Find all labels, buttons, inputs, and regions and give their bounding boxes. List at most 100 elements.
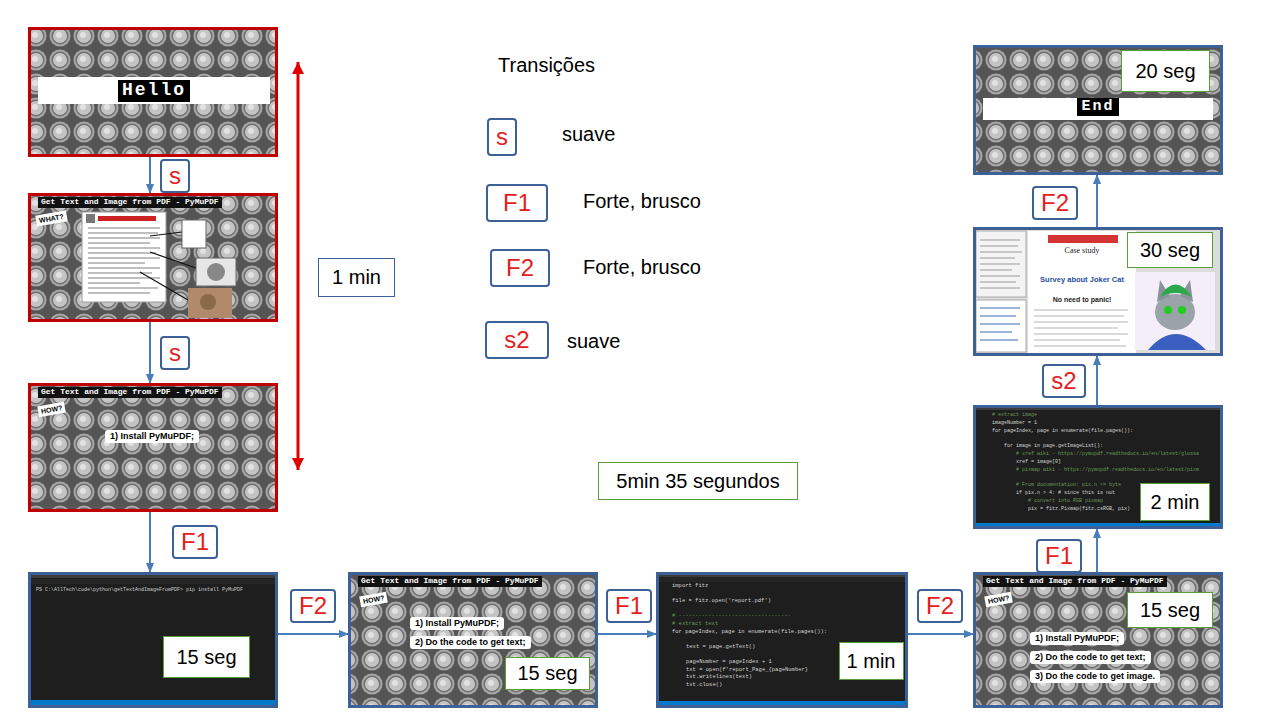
slide-thumbnail: 15 seg Get Text and Image from PDF - PyMu… <box>348 572 598 708</box>
code-line: for image in page.getImageList(): <box>1004 444 1103 449</box>
code-line: if pix.n > 4: # since this is not <box>1016 491 1115 496</box>
duration-box: 2 min <box>1140 483 1210 521</box>
slide-thumbnail: 20 segEnd <box>973 45 1223 175</box>
code-line: import fitz <box>672 583 708 589</box>
note-label: Forte, brusco <box>583 255 701 279</box>
slide-thumbnail: Get Text and Image from PDF - PyMuPDF HOW… <box>28 383 278 512</box>
code-line: # extract text <box>672 621 718 627</box>
terminal-screenshot: 15 seg PS C:\AllTech\code\python\getTextA… <box>28 572 278 708</box>
slide-text: 1) Install PyMuPDF; <box>105 430 199 443</box>
duration-text: 15 seg <box>1140 599 1200 622</box>
code-line: # pixmap wiki - https://pymupdf.readthed… <box>1016 468 1199 473</box>
duration-text: 1 min <box>847 650 896 673</box>
duration-box: 1 min <box>318 258 395 297</box>
transition-key: s <box>487 118 517 156</box>
code-line: file = fitz.open('report.pdf') <box>672 598 771 604</box>
duration-bracket <box>297 62 300 470</box>
transition-arrow <box>1096 356 1098 405</box>
transition-arrow <box>598 633 656 635</box>
code-line: for pageIndex, page in enumerate(file.pa… <box>992 429 1133 434</box>
slide-text: Get Text and Image from PDF - PyMuPDF <box>38 387 222 398</box>
slide-text: WHAT? <box>35 210 67 226</box>
transition-code: F2 <box>506 254 534 282</box>
transition-key: F1 <box>486 184 548 222</box>
transition-code: s2 <box>504 326 529 354</box>
duration-box: 1 min <box>839 642 904 680</box>
note-label: suave <box>567 329 620 353</box>
slide-text: 1) Install PyMuPDF; <box>410 617 504 630</box>
note-label: suave <box>562 122 615 146</box>
code-line: pix = fitz.Pixmap(fitz.csRGB, pix) <box>1028 507 1130 512</box>
duration-box: 15 seg <box>1127 592 1213 628</box>
code-line: imageNumber = 1 <box>992 421 1037 426</box>
duration-text: 30 seg <box>1140 239 1200 262</box>
transition-arrow <box>149 322 151 383</box>
transition-label: F1 <box>606 589 652 623</box>
slide-text: Hello <box>118 80 190 102</box>
code-line: txt.close() <box>686 682 722 688</box>
demo-text: No need to panic! <box>1053 296 1112 303</box>
duration-text: 20 seg <box>1135 60 1195 83</box>
slide-thumbnail: 15 segGet Text and Image from PDF - PyMu… <box>973 572 1223 708</box>
code-line: # From documentation: pix.n <= byte <box>1016 483 1121 488</box>
transition-label: F1 <box>1036 539 1082 573</box>
code-screenshot: 2 min # extract image imageNumber = 1 for p… <box>973 405 1223 529</box>
duration-text: 5min 35 segundos <box>616 470 779 493</box>
editor-screenshots <box>28 405 1223 708</box>
transition-key: F2 <box>490 249 550 287</box>
transition-label: s <box>160 159 190 193</box>
slide-text: HOW? <box>984 592 1013 608</box>
duration-box: 20 seg <box>1121 50 1210 92</box>
code-line: # ---------------------------------- <box>672 613 791 619</box>
code-line: for pageIndex, page in enumerate(file.pa… <box>672 629 827 635</box>
slide-text: 2) Do the code to get text; <box>1030 651 1151 664</box>
slide-text: 3) Do the code to get image. <box>1030 670 1160 683</box>
transition-key: s2 <box>485 321 549 359</box>
duration-text: 15 seg <box>517 662 577 685</box>
duration-text: 1 min <box>332 266 381 289</box>
connector-group <box>150 157 1097 634</box>
total-time-box: 5min 35 segundos <box>598 462 798 500</box>
transition-label: s2 <box>1042 364 1085 398</box>
document-thumbnail <box>82 212 236 318</box>
slide-text: HOW? <box>37 402 66 418</box>
terminal-text: PS C:\AllTech\code\python\getTextAndImag… <box>36 588 243 593</box>
slide-backgrounds <box>28 27 1223 708</box>
slide-text: HOW? <box>359 592 388 608</box>
demo-screenshot-art <box>973 227 1223 356</box>
note-label: Transições <box>498 53 595 77</box>
code-line: # extract image <box>992 413 1037 418</box>
slide-text: Get Text and Image from PDF - PyMuPDF <box>38 197 222 208</box>
duration-box: 30 seg <box>1127 232 1213 268</box>
slide-text: 2) Do the code to get text; <box>410 636 531 649</box>
code-line: txt = open(f'report_Page_{pageNumber} <box>686 667 808 673</box>
duration-box: 15 seg <box>163 636 250 678</box>
code-line: xref = image[0] <box>1016 460 1061 465</box>
duration-text: 2 min <box>1151 491 1200 514</box>
demo-text: Survey about Joker Cat <box>1040 276 1124 284</box>
transition-arrow <box>1096 529 1098 572</box>
transition-label: F2 <box>290 589 336 623</box>
slide-thumbnail: Get Text and Image from PDF - PyMuPDF WHA… <box>28 193 278 322</box>
slide-text: End <box>1077 98 1118 116</box>
transition-code: F1 <box>503 189 531 217</box>
transition-label: F1 <box>172 525 218 559</box>
code-line: # xref wiki - https://pymupdf.readthedoc… <box>1016 452 1199 457</box>
slide-thumbnail: Hello <box>28 27 278 157</box>
transition-arrow <box>149 512 151 572</box>
transition-arrow <box>1096 175 1098 227</box>
transition-label: F2 <box>917 589 963 623</box>
code-line: pageNumber = pageIndex + 1 <box>686 659 772 665</box>
code-line: txt.writelines(text) <box>686 674 752 680</box>
code-screenshot: 1 min import fitz file = fitz.open('report… <box>656 572 908 708</box>
transition-code: s <box>496 123 508 151</box>
transition-arrow <box>278 633 348 635</box>
duration-box: 15 seg <box>505 657 590 690</box>
demo-screenshot: 30 seg Case studySurvey about Joker CatNo… <box>973 227 1223 356</box>
demo-text: Case study <box>1065 247 1100 255</box>
transition-label: F2 <box>1032 186 1078 220</box>
code-line: # convert into RGB pixmap <box>1028 499 1103 504</box>
slide-text: Get Text and Image from PDF - PyMuPDF <box>358 576 542 587</box>
note-label: Forte, brusco <box>583 189 701 213</box>
transition-arrow <box>908 633 973 635</box>
